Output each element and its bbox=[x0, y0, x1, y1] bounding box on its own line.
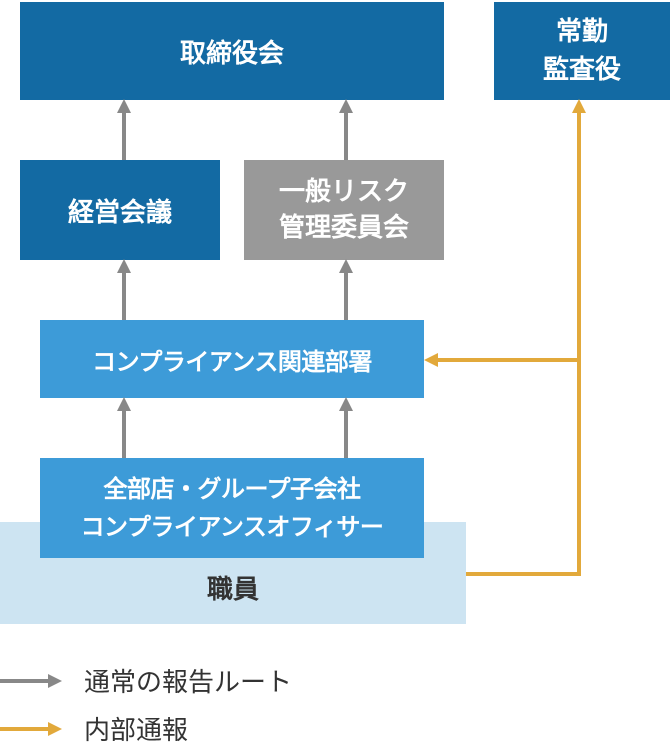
compliance-department-label: コンプライアンス関連部署 bbox=[92, 347, 372, 376]
branch-compliance-officer-box: 全部店・グループ子会社 コンプライアンスオフィサー bbox=[40, 458, 424, 558]
arrowhead-dept-right bbox=[339, 397, 353, 411]
risk-label-line2: 管理委員会 bbox=[278, 213, 409, 243]
compliance-department-box: コンプライアンス関連部署 bbox=[40, 320, 424, 398]
arrowhead-auditor bbox=[572, 99, 586, 113]
branch-label-line1: 全部店・グループ子会社 bbox=[103, 475, 361, 503]
management-label: 経営会議 bbox=[67, 197, 172, 228]
management-meeting-box: 経営会議 bbox=[20, 160, 220, 260]
arrowhead-mgmt bbox=[117, 259, 131, 273]
arrowhead-dept-left bbox=[117, 397, 131, 411]
risk-committee-box: 一般リスク 管理委員会 bbox=[244, 160, 444, 260]
legend-internal-report-label: 内部通報 bbox=[84, 716, 189, 746]
gray-arrow-icon bbox=[0, 673, 62, 688]
board-label: 取締役会 bbox=[179, 38, 284, 69]
legend-normal-route-label: 通常の報告ルート bbox=[84, 668, 293, 698]
legend-normal-route: 通常の報告ルート bbox=[0, 662, 292, 699]
auditor-label-line1: 常勤 bbox=[555, 17, 608, 47]
legend-internal-report: 内部通報 bbox=[0, 710, 188, 747]
arrowhead-risk bbox=[339, 259, 353, 273]
arrowhead-board-left bbox=[117, 99, 131, 113]
board-of-directors-box: 取締役会 bbox=[20, 2, 444, 100]
internal-report-line bbox=[466, 112, 581, 576]
standing-auditor-box: 常勤 監査役 bbox=[494, 2, 670, 100]
arrowhead-board-right bbox=[339, 99, 353, 113]
orange-arrow-icon bbox=[0, 721, 62, 736]
branch-label-line2: コンプライアンスオフィサー bbox=[80, 513, 384, 541]
auditor-label-line2: 監査役 bbox=[542, 55, 621, 85]
risk-label-line1: 一般リスク bbox=[278, 177, 409, 207]
staff-label: 職員 bbox=[206, 575, 259, 605]
arrowhead-compliance-dept bbox=[424, 353, 438, 367]
